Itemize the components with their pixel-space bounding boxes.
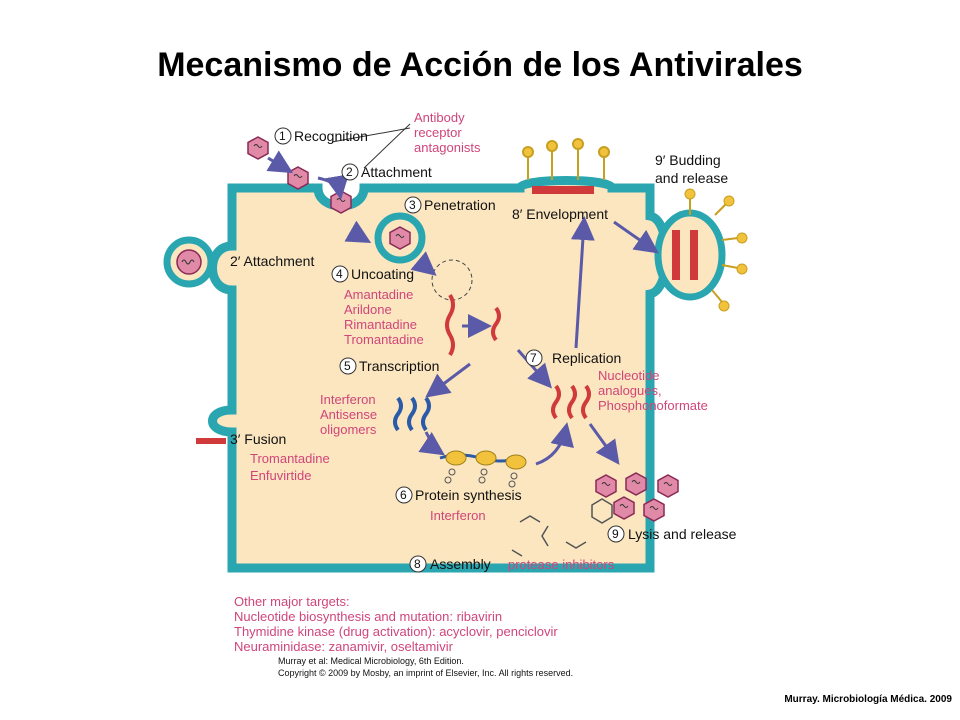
- capsid-pieces: [511, 498, 613, 557]
- other-targets-heading: Other major targets:: [234, 594, 350, 609]
- drug-antisense: Antisense: [320, 407, 377, 422]
- enveloped-virion-icon: [176, 249, 202, 275]
- virion-recognition-icon: [247, 136, 269, 160]
- source-line-2: Copyright © 2009 by Mosby, an imprint of…: [278, 668, 573, 678]
- antibody-pointer-2: [331, 127, 411, 143]
- step-2-num: 2: [346, 165, 353, 179]
- budding-virion: [654, 188, 748, 312]
- virion-release-5-icon: [643, 498, 665, 522]
- drug-phosphonoformate: Phosphonoformate: [598, 398, 708, 413]
- drug-interferon: Interferon: [320, 392, 376, 407]
- source-line-1: Murray et al: Medical Microbiology, 6th …: [278, 656, 464, 666]
- step-5-num: 5: [344, 359, 351, 373]
- virion-penetration-icon: [330, 190, 352, 214]
- antibody-pointer-1: [363, 123, 411, 169]
- virion-release-1-icon: [595, 474, 617, 498]
- step-7-label: Replication: [552, 350, 621, 366]
- drug-antibody-2: receptor: [414, 125, 462, 140]
- step-8-num: 8: [414, 557, 421, 571]
- step-9-num: 9: [612, 527, 619, 541]
- drug-oligomers: oligomers: [320, 422, 377, 437]
- step-markers: [274, 127, 625, 573]
- step-1-label: Recognition: [294, 128, 368, 144]
- drug-amantadine: Amantadine: [344, 287, 413, 302]
- other-targets-1: Nucleotide biosynthesis and mutation: ri…: [234, 609, 502, 624]
- drug-arildone: Arildone: [344, 302, 392, 317]
- step-6-num: 6: [400, 488, 407, 502]
- drug-nucleotide: Nucleotide: [598, 368, 659, 383]
- step-4-label: Uncoating: [351, 266, 414, 282]
- other-targets-3: Neuraminidase: zanamivir, oseltamivir: [234, 639, 454, 654]
- virion-release-3-icon: [657, 474, 679, 498]
- drug-rimantadine: Rimantadine: [344, 317, 417, 332]
- step-3-label: Penetration: [424, 197, 496, 213]
- envelopment-genome-icon: [532, 186, 594, 194]
- step-4-num: 4: [336, 267, 343, 281]
- step-7-num: 7: [530, 351, 537, 365]
- step-6-label: Protein synthesis: [415, 487, 522, 503]
- virion-release-4-icon: [613, 496, 635, 520]
- step-8p-label: 8′ Envelopment: [512, 206, 608, 222]
- credit-text: Murray. Microbiología Médica. 2009: [784, 694, 952, 705]
- step-9-label: Lysis and release: [628, 526, 737, 542]
- step-9p-label-1: 9′ Budding: [655, 152, 721, 168]
- drug-protein-interferon: Interferon: [430, 508, 486, 523]
- drug-enfuvirtide: Enfuvirtide: [250, 468, 311, 483]
- fusion-genome-icon: [196, 438, 226, 444]
- drug-tromantadine: Tromantadine: [344, 332, 424, 347]
- ribosome-icon: [439, 450, 527, 488]
- drug-antibody-1: Antibody: [414, 110, 465, 125]
- step-5-label: Transcription: [359, 358, 439, 374]
- drug-protease-inhibitors: protease inhibitors: [508, 557, 615, 572]
- process-arrows: [266, 150, 659, 466]
- step-9p-label-2: and release: [655, 170, 728, 186]
- step-8-label: Assembly: [430, 556, 491, 572]
- virion-attach-icon: [287, 166, 309, 190]
- genome-strands: [393, 293, 591, 432]
- step-3p-label: 3′ Fusion: [230, 431, 286, 447]
- step-3-num: 3: [409, 198, 416, 212]
- drug-analogues: analogues,: [598, 383, 662, 398]
- step-1-num: 1: [279, 129, 286, 143]
- endosome-virion-icon: [389, 226, 411, 250]
- drug-antibody-3: antagonists: [414, 140, 481, 155]
- step-2p-label: 2′ Attachment: [230, 253, 314, 269]
- envelopment-spikes: [522, 138, 610, 180]
- page-title: Mecanismo de Acción de los Antivirales: [157, 46, 803, 84]
- virion-release-2-icon: [625, 472, 647, 496]
- drug-fusion-tromantadine: Tromantadine: [250, 451, 330, 466]
- step-2-label: Attachment: [361, 164, 432, 180]
- other-targets-2: Thymidine kinase (drug activation): acyc…: [234, 624, 558, 639]
